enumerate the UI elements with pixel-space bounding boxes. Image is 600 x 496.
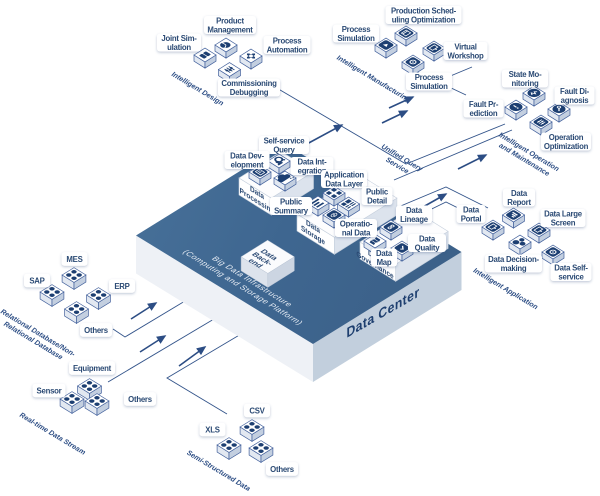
svg-text:Production Sched-: Production Sched- (391, 7, 457, 16)
svg-text:Data Dev-: Data Dev- (230, 152, 264, 161)
svg-text:Operation: Operation (549, 133, 584, 142)
svg-text:nal Data: nal Data (342, 228, 371, 237)
svg-text:Equipment: Equipment (73, 364, 112, 373)
svg-text:Others: Others (270, 465, 295, 474)
svg-text:Query: Query (273, 145, 295, 154)
svg-text:Process: Process (415, 73, 445, 82)
svg-text:Workshop: Workshop (448, 51, 484, 60)
svg-text:Data: Data (406, 206, 423, 215)
svg-text:Management: Management (207, 25, 253, 34)
svg-text:ediction: ediction (470, 109, 498, 118)
svg-text:Report: Report (507, 198, 531, 207)
svg-text:Data Self-: Data Self- (554, 264, 588, 273)
svg-text:Process: Process (273, 37, 303, 46)
svg-text:SAP: SAP (29, 276, 44, 285)
svg-text:Joint Sim-: Joint Sim- (161, 34, 197, 43)
svg-text:Product: Product (216, 17, 244, 26)
svg-text:Data: Data (463, 206, 480, 215)
svg-text:Sensor: Sensor (37, 386, 62, 395)
svg-text:elopment: elopment (231, 160, 264, 169)
svg-text:Lineage: Lineage (400, 215, 429, 224)
svg-text:Data Decision-: Data Decision- (488, 255, 539, 264)
svg-text:nitoring: nitoring (511, 79, 539, 88)
svg-text:Virtual: Virtual (454, 43, 476, 52)
svg-text:Data Layer: Data Layer (325, 179, 363, 188)
svg-text:Map: Map (377, 258, 392, 267)
svg-text:uling Optimization: uling Optimization (392, 15, 456, 24)
svg-text:Public: Public (366, 188, 389, 197)
svg-text:Others: Others (84, 326, 109, 335)
svg-text:Quality: Quality (415, 243, 441, 252)
svg-text:service: service (558, 272, 584, 281)
svg-text:Summary: Summary (274, 206, 309, 215)
svg-text:Application: Application (324, 171, 364, 180)
svg-text:XLS: XLS (205, 425, 219, 434)
svg-text:Data Int-: Data Int- (298, 158, 328, 167)
svg-text:MES: MES (66, 255, 82, 264)
svg-text:Simulation: Simulation (337, 34, 375, 43)
svg-text:Portal: Portal (461, 214, 482, 223)
svg-text:Self-service: Self-service (264, 137, 306, 146)
svg-text:Detail: Detail (367, 196, 387, 205)
svg-text:Simulation: Simulation (410, 82, 448, 91)
svg-text:Public: Public (280, 198, 303, 207)
svg-text:Fault Di-: Fault Di- (560, 87, 590, 96)
svg-text:ulation: ulation (167, 43, 191, 52)
svg-text:Process: Process (342, 25, 372, 34)
svg-text:Data: Data (376, 249, 393, 258)
svg-text:Screen: Screen (551, 218, 576, 227)
svg-text:Optimization: Optimization (544, 142, 589, 151)
svg-text:CSV: CSV (249, 406, 265, 415)
svg-text:making: making (501, 264, 527, 273)
svg-text:Data: Data (419, 235, 436, 244)
svg-text:Data Large: Data Large (544, 210, 583, 219)
svg-text:egration: egration (298, 166, 327, 175)
svg-text:Automation: Automation (267, 45, 308, 54)
svg-text:Fault Pr-: Fault Pr- (469, 100, 499, 109)
svg-text:State Mo-: State Mo- (509, 70, 542, 79)
svg-text:ERP: ERP (114, 282, 129, 291)
svg-text:agnosis: agnosis (561, 96, 590, 105)
svg-text:Data: Data (511, 189, 528, 198)
svg-text:Commissioning: Commissioning (221, 79, 277, 88)
svg-text:Operatio-: Operatio- (340, 220, 373, 229)
svg-text:Others: Others (128, 395, 153, 404)
svg-text:Debugging: Debugging (230, 88, 269, 97)
